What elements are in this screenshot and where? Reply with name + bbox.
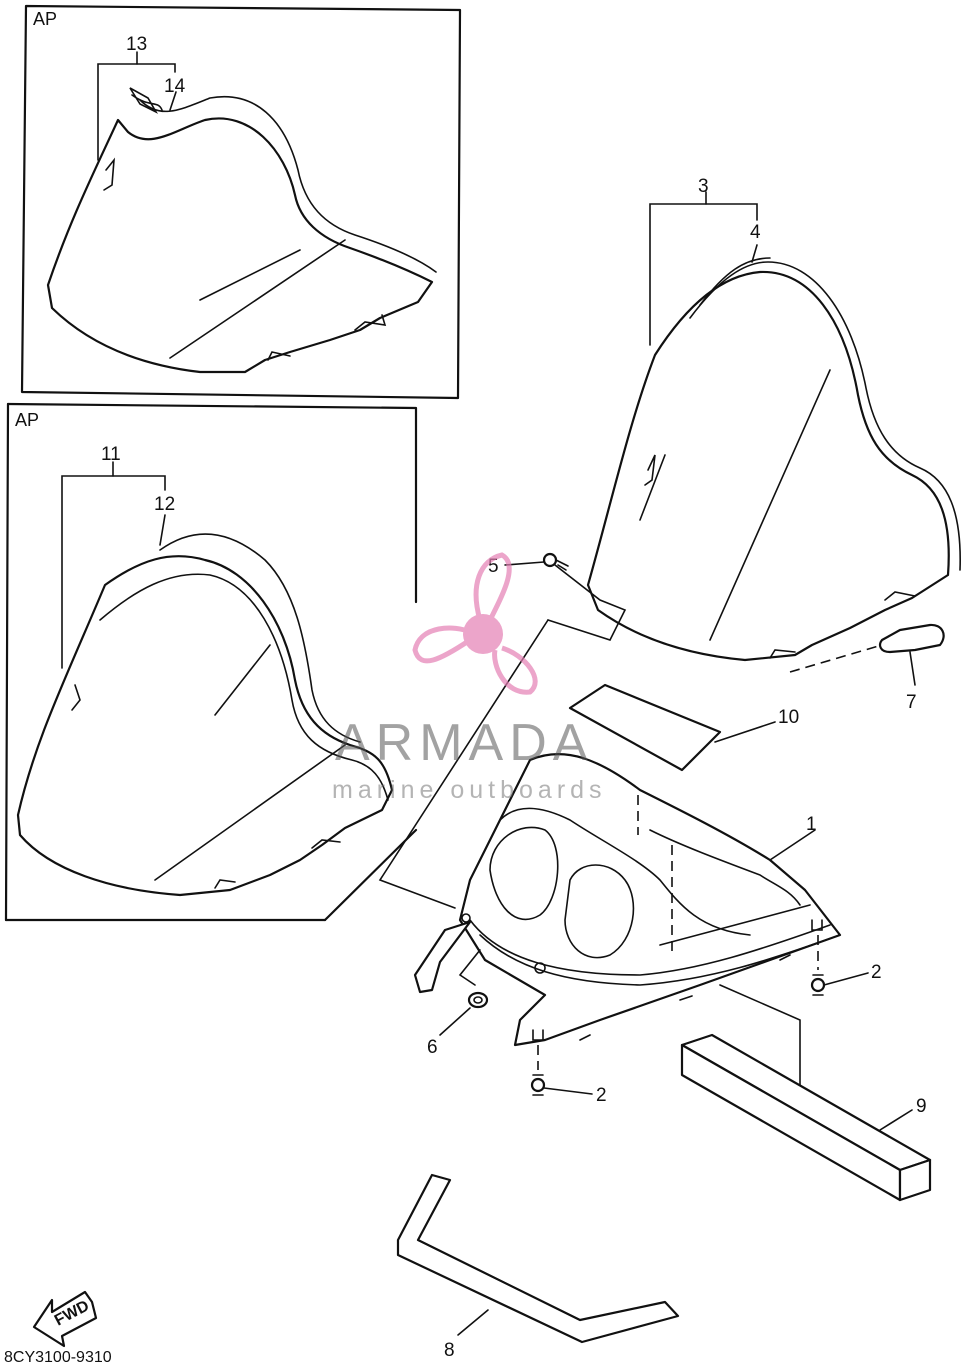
watermark: ARMADA marine outboards — [332, 552, 607, 804]
pad-10: 10 — [568, 683, 799, 772]
windshield-11 — [16, 555, 394, 897]
callout-2-bottom: 2 — [596, 1085, 607, 1106]
screw-2-right: 2 — [810, 919, 882, 996]
cowling-1: 1 — [413, 753, 842, 1047]
callout-10: 10 — [778, 707, 799, 728]
inset-tag-top: AP — [33, 9, 57, 29]
inset-box-top: AP 13 14 — [20, 4, 462, 400]
callout-3: 3 — [698, 176, 709, 197]
inset-box-left: AP 11 12 — [4, 402, 418, 922]
callout-6: 6 — [427, 1037, 438, 1058]
propeller-logo — [412, 552, 538, 695]
callout-8: 8 — [444, 1340, 455, 1361]
callout-9: 9 — [916, 1096, 927, 1117]
screw-2-bottom: 2 — [530, 1029, 607, 1106]
callout-4: 4 — [750, 222, 761, 243]
fwd-arrow-icon: FWD — [32, 1290, 98, 1348]
screw-5: 5 — [488, 552, 627, 641]
callout-1: 1 — [806, 814, 817, 835]
watermark-brand: ARMADA — [335, 714, 593, 772]
grommet-6: 6 — [427, 949, 489, 1058]
watermark-tagline: marine outboards — [332, 776, 607, 804]
inset-tag-left: AP — [15, 410, 39, 430]
callout-13: 13 — [126, 34, 147, 55]
callout-7: 7 — [906, 692, 917, 713]
diagram-code: 8CY3100-9310 — [4, 1349, 112, 1365]
foam-block-9: 9 — [680, 1033, 932, 1202]
callout-11: 11 — [101, 444, 121, 465]
callout-2-right: 2 — [871, 962, 882, 983]
windshield-main: 3 4 — [586, 176, 961, 662]
callout-12: 12 — [154, 494, 175, 515]
windshield-13 — [46, 117, 434, 374]
callout-14: 14 — [164, 76, 186, 97]
trim-8: 8 — [396, 1173, 680, 1361]
callout-5: 5 — [488, 556, 499, 577]
clip-7: 7 — [789, 623, 945, 713]
